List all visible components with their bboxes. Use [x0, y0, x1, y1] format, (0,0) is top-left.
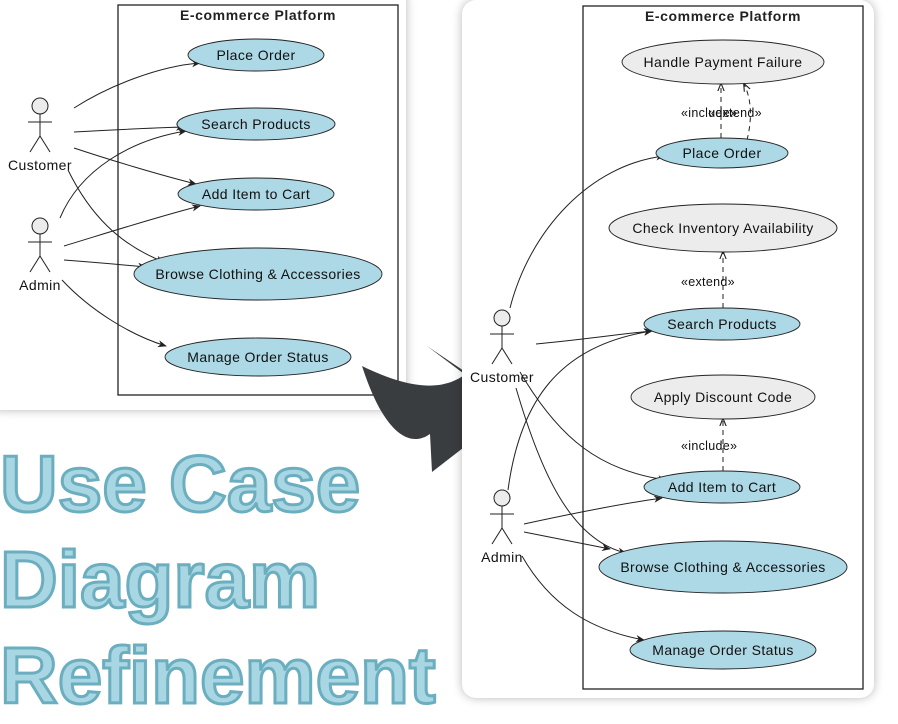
system-title: E-commerce Platform: [645, 8, 801, 24]
customer-label: Customer: [470, 369, 534, 385]
admin-search-link: [59, 128, 187, 219]
use-case-search-products: Search Products: [176, 107, 336, 141]
admin-browse-link: [63, 259, 147, 270]
use-case-add-item-to-cart: Add Item to Cart: [643, 470, 801, 504]
use-case-place-order: Place Order: [187, 38, 325, 72]
place-order-include-label: «include»: [681, 106, 737, 120]
admin-manage-link: [521, 555, 645, 643]
svg-text:Search Products: Search Products: [201, 116, 311, 132]
customer-actor: Customer: [470, 309, 534, 385]
svg-text:Handle Payment Failure: Handle Payment Failure: [644, 54, 803, 70]
customer-place-order-link: [509, 153, 665, 309]
use-case-manage-order-status: Manage Order Status: [164, 337, 352, 377]
svg-text:Add Item to Cart: Add Item to Cart: [202, 186, 310, 202]
after-diagram: E-commerce Platform «include» «extend» «…: [470, 5, 864, 690]
admin-actor: Admin: [19, 217, 61, 293]
customer-search-link: [535, 328, 653, 345]
title-line-3: Refinement: [0, 630, 437, 722]
title-block: Use Case Diagram Refinement: [0, 436, 450, 724]
use-case-handle-payment-failure: Handle Payment Failure: [621, 39, 825, 85]
svg-text:Browse Clothing & Accessories: Browse Clothing & Accessories: [620, 559, 825, 575]
svg-text:Place Order: Place Order: [216, 47, 295, 63]
admin-manage-link: [61, 279, 167, 348]
title-line-1: Use Case: [0, 438, 362, 530]
customer-search-link: [73, 123, 185, 133]
admin-actor: Admin: [481, 489, 523, 565]
customer-cart-link: [519, 371, 667, 483]
customer-cart-link: [73, 147, 197, 186]
use-case-place-order: Place Order: [655, 137, 789, 169]
cart-include-label: «include»: [681, 439, 737, 453]
svg-text:Manage Order Status: Manage Order Status: [652, 642, 793, 658]
use-case-browse-clothing: Browse Clothing & Accessories: [133, 247, 383, 301]
admin-cart-link: [523, 495, 663, 525]
title-line-2: Diagram: [0, 534, 322, 626]
customer-browse-link: [67, 169, 165, 263]
svg-text:Manage Order Status: Manage Order Status: [187, 349, 328, 365]
svg-text:Check Inventory Availability: Check Inventory Availability: [632, 220, 813, 236]
admin-search-link: [507, 328, 653, 491]
use-case-search-products: Search Products: [643, 307, 801, 341]
admin-browse-link: [523, 531, 611, 551]
svg-text:Browse Clothing & Accessories: Browse Clothing & Accessories: [155, 266, 360, 282]
svg-text:Add Item to Cart: Add Item to Cart: [668, 479, 776, 495]
before-diagram-card: E-commerce Platform Customer Admin: [0, 0, 406, 410]
admin-label: Admin: [19, 277, 61, 293]
system-title: E-commerce Platform: [180, 7, 336, 23]
system-boundary: [582, 5, 864, 690]
place-order-extend-label: «extend»: [708, 106, 762, 120]
customer-place-order-link: [73, 60, 201, 109]
search-extend-label: «extend»: [681, 275, 735, 289]
customer-browse-link: [515, 387, 627, 555]
use-case-add-item-to-cart: Add Item to Cart: [177, 177, 335, 211]
use-case-apply-discount-code: Apply Discount Code: [630, 374, 816, 420]
svg-text:Place Order: Place Order: [682, 145, 761, 161]
svg-text:Search Products: Search Products: [667, 316, 777, 332]
before-diagram: E-commerce Platform Customer Admin: [8, 4, 399, 396]
use-case-browse-clothing: Browse Clothing & Accessories: [598, 540, 848, 594]
admin-cart-link: [63, 204, 201, 247]
admin-label: Admin: [481, 549, 523, 565]
svg-text:Apply Discount Code: Apply Discount Code: [654, 389, 792, 405]
customer-actor: Customer: [8, 97, 72, 173]
use-case-check-inventory: Check Inventory Availability: [608, 203, 838, 253]
place-order-extend-arrow: [744, 84, 751, 141]
system-boundary: [117, 4, 399, 396]
use-case-manage-order-status: Manage Order Status: [629, 630, 817, 670]
transition-arrow-icon: [362, 346, 512, 472]
customer-label: Customer: [8, 157, 72, 173]
after-diagram-card: E-commerce Platform «include» «extend» «…: [462, 0, 874, 698]
